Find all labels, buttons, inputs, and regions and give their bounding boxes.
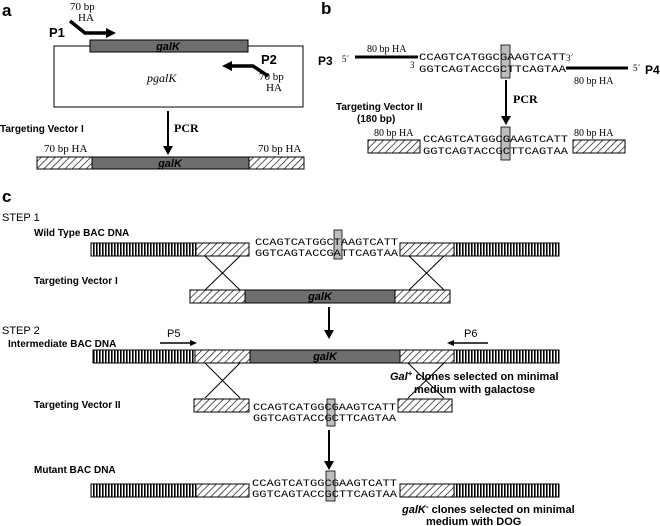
targeting-vector-ii-label: Targeting Vector II [336, 102, 423, 113]
primer-seq-top: CCAGTCATGGCGAAGTCATT [419, 53, 566, 64]
gal-plus-selection: Gal+ clones selected on minimal [390, 369, 559, 383]
primer-p1-label: P1 [49, 25, 65, 40]
tv2-label-c: Targeting Vector II [34, 400, 121, 411]
p4-ha-label: 80 bp HA [574, 76, 614, 87]
primer-seq-bottom: GGTCAGTACCGCTTCAGTAA [419, 65, 567, 76]
galk-label-tv1: galK [157, 158, 183, 170]
panel-b: b P3 5´ 80 bp HA 3 CCAGTCATGGCGAAGTCATT … [318, 0, 660, 161]
primer-p4-label: P4 [645, 63, 660, 77]
bac-right-wt [453, 242, 560, 257]
panel-b-letter: b [321, 0, 331, 18]
panel-a: a 70 bp HA P1 galK P2 70 bp HA pgalK PCR… [0, 1, 305, 170]
ha-left-tv2-c [193, 398, 250, 413]
tv2-seq-top-c: CCAGTCATGGCGAAGTCATT [253, 403, 396, 414]
primer-p2-arrow [230, 64, 269, 78]
gal-plus-line2: medium with galactose [414, 384, 535, 396]
bac-left-int [92, 349, 196, 364]
plasmid-outline [53, 45, 304, 108]
primer-p2-label: P2 [261, 52, 277, 67]
ha-right-label-b: 80 bp HA [574, 128, 614, 139]
ha-left-label-a: 70 bp HA [44, 143, 87, 155]
panel-c-letter: c [2, 187, 11, 206]
crossover-1b [204, 255, 241, 291]
bac-right-int [453, 349, 560, 364]
mutation-highlight-wt [333, 229, 343, 260]
ha-left-int [194, 349, 251, 364]
primer-p5-head [190, 340, 197, 346]
mutation-highlight-b2 [500, 126, 511, 161]
tv2-seq-top-b: CCAGTCATGGCGAAGTCATT [423, 135, 568, 146]
ha-left-box-a [36, 156, 93, 170]
tv1-label-c: Targeting Vector I [34, 276, 118, 287]
step-arrow-2-head [324, 461, 334, 470]
tv2-seq-bottom-c: GGTCAGTACCGCTTCAGTAA [253, 414, 397, 425]
mut-seq-bottom: GGTCAGTACCGCTTCAGTAA [252, 490, 398, 501]
p3-ha-label: 80 bp HA [367, 44, 407, 55]
primer-p3-label: P3 [318, 54, 333, 68]
ha-label-top: 70 bp HA [70, 1, 98, 24]
ha-left-mut [195, 483, 250, 498]
ha-right-box-a [248, 156, 305, 170]
primer-p5-label: P5 [167, 328, 180, 340]
step-arrow-1-head [324, 330, 334, 339]
mutant-label: Mutant BAC DNA [34, 465, 116, 476]
targeting-vector-ii-size: (180 bp) [357, 114, 395, 125]
ha-left-label-b: 80 bp HA [374, 128, 414, 139]
plasmid-label: pgalK [146, 71, 177, 85]
primer-p6-label: P6 [464, 328, 477, 340]
ha-left-box-b [367, 139, 421, 154]
primer-p2-head [222, 61, 232, 71]
ha-right-int [399, 349, 455, 364]
bac-left-wt [90, 242, 197, 257]
primer-p1-head [106, 28, 116, 38]
intermediate-label: Intermediate BAC DNA [8, 339, 116, 350]
ha-right-box-b [572, 139, 626, 154]
step1-label: STEP 1 [2, 212, 40, 224]
galk-minus-selection: galK- clones selected on minimal [401, 502, 575, 516]
ha-right-tv1-c [394, 289, 451, 304]
p3-three-prime: 3 [410, 60, 415, 70]
ha-right-label-a: 70 bp HA [258, 143, 301, 155]
primer-p1-arrow [68, 19, 108, 35]
crossover-2b [204, 362, 241, 399]
wt-seq-top: CCAGTCATGGCTAAGTCATT [255, 238, 398, 249]
bac-right-mut [453, 483, 560, 498]
panel-a-letter: a [2, 1, 12, 20]
wt-seq-bottom: GGTCAGTACCGATTCAGTAA [255, 249, 399, 260]
pcr-arrow-a-head [163, 146, 173, 155]
galk-minus-line2: medium with DOG [426, 516, 521, 526]
galk-label: galK [155, 41, 181, 53]
mutation-highlight-tv2 [326, 398, 336, 427]
crossover-2d [407, 362, 445, 399]
ha-label-p2: 70 bp HA [259, 71, 287, 94]
primer-p6-head [447, 340, 454, 346]
p3-five-prime: 5´ [342, 54, 350, 64]
p3-three-prime-top: 3´ [566, 53, 574, 63]
galk-label-tv1-c: galK [307, 291, 333, 303]
ha-right-wt [399, 242, 455, 257]
mutation-highlight-b [500, 44, 511, 79]
wild-type-label: Wild Type BAC DNA [34, 228, 129, 239]
galk-label-int: galK [312, 351, 338, 363]
bac-left-mut [90, 483, 197, 498]
p4-five-prime: 5´ [633, 63, 641, 73]
tv2-seq-bottom-b: GGTCAGTACCGCTTCAGTAA [423, 147, 569, 158]
mut-seq-top: CCAGTCATGGCGAAGTCATT [252, 479, 397, 490]
crossover-1d [408, 255, 445, 291]
ha-right-mut [399, 483, 455, 498]
mutation-highlight-mut [325, 470, 336, 502]
ha-left-wt [195, 242, 250, 257]
pcr-label-b: PCR [513, 92, 538, 106]
step2-label: STEP 2 [2, 325, 40, 337]
pcr-arrow-b-head [501, 116, 511, 125]
ha-right-tv2-c [397, 398, 453, 413]
pcr-label-a: PCR [174, 121, 199, 135]
ha-left-tv1-c [189, 289, 246, 304]
panel-c: c STEP 1 Wild Type BAC DNA CCAGTCATGGCTA… [2, 187, 575, 526]
targeting-vector-i-label: Targeting Vector I [0, 124, 84, 135]
